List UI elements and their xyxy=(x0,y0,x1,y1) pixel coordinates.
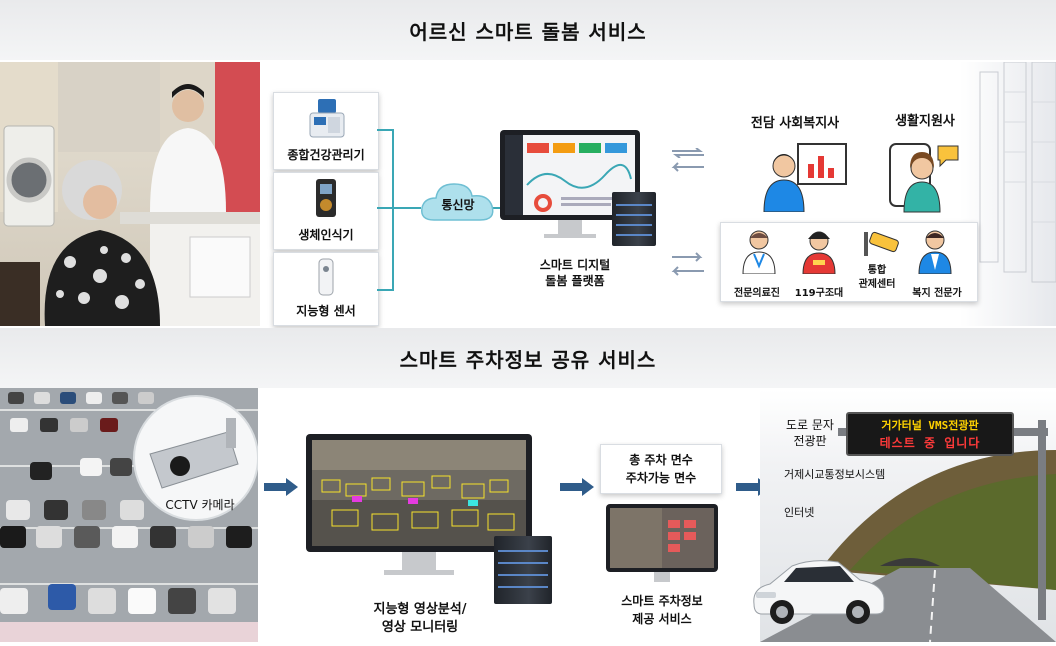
analysis-monitor xyxy=(306,434,532,552)
exchange-arrow-upper-2 xyxy=(671,162,704,172)
total-spaces-label: 총 주차 면수 xyxy=(629,453,693,467)
role-label-life-supporter: 생활지원사 xyxy=(895,114,955,129)
device-card-health-manager: 종합건강관리기 xyxy=(273,92,379,170)
analysis-label-line2: 영상 모니터링 xyxy=(381,620,459,635)
monitor-base xyxy=(544,234,596,238)
care-title: 어르신 스마트 돌봄 서비스 xyxy=(409,19,647,44)
life-supporter-icon xyxy=(889,143,959,213)
device-label-health-manager: 종합건강관리기 xyxy=(287,148,365,162)
device-connector-lines xyxy=(377,129,507,291)
analysis-label-line1: 지능형 영상분석/ xyxy=(373,602,467,617)
device-label-biometric: 생체인식기 xyxy=(298,228,354,242)
elderly-care-photo xyxy=(0,62,260,326)
analysis-monitor-stand xyxy=(402,552,436,570)
service-monitor xyxy=(606,504,718,572)
service-label-line2: 제공 서비스 xyxy=(632,612,692,626)
parking-title: 스마트 주차정보 공유 서비스 xyxy=(399,347,657,372)
service-monitor-stand xyxy=(654,572,670,582)
role-label-social-worker: 전담 사회복지사 xyxy=(750,116,840,131)
flow-arrow-1 xyxy=(264,478,298,496)
vms-sign-line2: 테스트 중 입니다 xyxy=(879,436,981,450)
device-label-smart-sensor: 지능형 센서 xyxy=(296,304,356,318)
partner-label-control-center: 통합 관제센터 xyxy=(858,265,896,290)
server-rack-icon xyxy=(612,192,656,246)
parking-map-screen xyxy=(610,508,714,568)
car-icon xyxy=(753,560,885,624)
device-card-biometric: 생체인식기 xyxy=(273,172,379,250)
cctv-icon xyxy=(864,231,899,256)
video-analysis-screen xyxy=(312,440,526,546)
social-worker-icon xyxy=(763,143,847,212)
network-label: 통신망 xyxy=(441,198,475,212)
server-room-background xyxy=(960,61,1056,326)
rescue-team-icon xyxy=(802,231,836,274)
channel-label-internet: 인터넷 xyxy=(784,506,815,519)
parking-lot-photo xyxy=(0,388,258,642)
sign-label-line2: 전광판 xyxy=(793,434,827,448)
welfare-expert-icon xyxy=(918,230,952,274)
monitor-stand xyxy=(558,220,582,234)
vms-sign-line1: 거가터널 VMS전광판 xyxy=(881,419,979,432)
exchange-arrow-lower-2 xyxy=(671,266,704,276)
flow-arrow-2 xyxy=(560,478,594,496)
care-title-band: 어르신 스마트 돌봄 서비스 xyxy=(0,0,1056,60)
health-kiosk-icon xyxy=(309,99,345,138)
cloud-icon xyxy=(421,183,494,221)
partner-label-rescue: 119구조대 xyxy=(794,288,844,299)
dashboard-screen xyxy=(505,135,635,215)
analysis-monitor-base xyxy=(384,570,454,575)
exchange-arrow-lower xyxy=(672,252,703,262)
smart-sensor-icon xyxy=(318,258,334,296)
service-label-line1: 스마트 주차정보 xyxy=(621,594,703,608)
analysis-server-icon xyxy=(494,536,552,604)
parking-title-band: 스마트 주차정보 공유 서비스 xyxy=(0,328,1056,388)
channel-label-traffic-system: 거제시교통정보시스템 xyxy=(784,468,886,481)
sign-label-line1: 도로 문자 xyxy=(786,418,834,432)
vms-sign: 거가터널 VMS전광판 테스트 중 입니다 xyxy=(846,412,1014,456)
partner-label-medical: 전문의료진 xyxy=(734,288,780,299)
parking-counts-box: 총 주차 면수 주차가능 면수 xyxy=(600,444,722,494)
biometric-reader-icon xyxy=(316,179,336,217)
available-spaces-label: 주차가능 면수 xyxy=(625,471,697,485)
platform-label-line1: 스마트 디지털 xyxy=(539,258,611,272)
cctv-camera-label: CCTV 카메라 xyxy=(165,498,235,512)
platform-label-line2: 돌봄 플랫폼 xyxy=(545,274,605,288)
exchange-arrow-upper xyxy=(672,148,704,158)
device-card-smart-sensor: 지능형 센서 xyxy=(273,252,379,326)
medical-staff-icon xyxy=(742,230,776,274)
partner-label-welfare: 복지 전문가 xyxy=(912,288,962,299)
